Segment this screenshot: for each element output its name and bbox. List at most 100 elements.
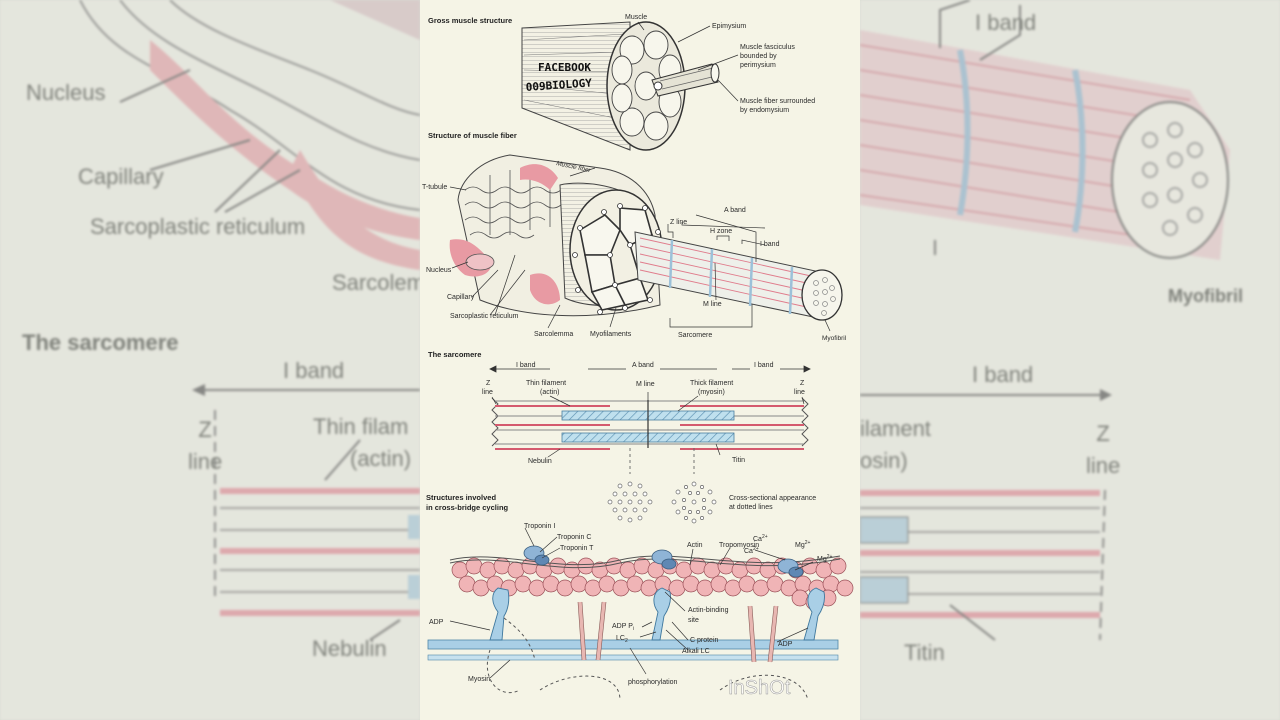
z-line-right-label-1: Z <box>800 380 805 387</box>
actin-label: (actin) <box>540 389 559 396</box>
sarcomere-label: Sarcomere <box>678 332 712 339</box>
backdrop-capillary-label: Capillary <box>78 164 164 189</box>
myofilaments-label: Myofilaments <box>590 331 632 338</box>
actin-cb-label: Actin <box>687 542 703 549</box>
troponin-c-label: Troponin C <box>557 534 591 541</box>
adp-pi-label: ADP Pi <box>612 623 634 632</box>
myosin-cb-label: Myosin <box>468 676 490 683</box>
a-band-label: A band <box>724 207 746 214</box>
fiber-endomysium-label-line2: by endomysium <box>740 107 789 114</box>
cross-section-label-1: Cross-sectional appearance <box>729 495 816 502</box>
z-line-left-label-1: Z <box>486 380 491 387</box>
gross-structure-title: Gross muscle structure <box>428 16 512 25</box>
watermark-line1: FACEBOOK <box>538 61 591 74</box>
z-line-right-label-2: line <box>794 389 805 396</box>
muscle-fiber-section: Structure of muscle fiber <box>422 131 847 342</box>
adp-left-label: ADP <box>429 619 444 626</box>
myosin-tails <box>578 601 778 663</box>
tropomyosin-strands <box>449 555 841 569</box>
backdrop-sarcomere-title: The sarcomere <box>22 330 179 355</box>
gross-muscle-section: Gross muscle structure <box>428 14 815 151</box>
troponin-t-label: Troponin T <box>560 545 594 552</box>
actin-filament-drawing <box>451 557 854 611</box>
backdrop-titin-label: Titin <box>904 640 945 665</box>
z-line-left-label-2: line <box>482 389 493 396</box>
i-band-right-label: I band <box>754 362 774 369</box>
watermark-line2: 009BIOLOGY <box>525 76 592 94</box>
m-line-sarcomere-label: M line <box>636 381 655 388</box>
backdrop-i-band-label: I band <box>972 362 1034 387</box>
backdrop-filament-label: ilament <box>860 416 931 441</box>
magnesium-label-b: Mg2+ <box>817 554 833 563</box>
backdrop-sarcolemma-label: Sarcolem <box>332 270 420 295</box>
diagram-panel: Gross muscle structure <box>420 0 860 720</box>
muscle-label: Muscle <box>625 14 647 21</box>
backdrop-nebulin-label: Nebulin <box>312 636 387 661</box>
myosin-paren-label: (myosin) <box>698 389 725 396</box>
sarcomere-section: The sarcomere I band A band I band <box>428 350 816 524</box>
titin-label: Titin <box>732 457 745 464</box>
crossbridge-leader-lines <box>449 527 814 679</box>
phosphorylation-label: phosphorylation <box>628 679 678 686</box>
backdrop-i-band-top-label: I band <box>975 10 1037 35</box>
fasciculus-label-line1: Muscle fasciculus <box>740 44 795 51</box>
backdrop-i-band-label: I band <box>283 358 345 383</box>
sarcomere-title: The sarcomere <box>428 350 481 359</box>
crossbridge-section: Structures involved in cross-bridge cycl… <box>426 493 854 701</box>
backdrop-actin-label: (actin) <box>350 446 412 471</box>
backdrop-myofibril-label: Myofibril <box>1168 286 1243 306</box>
nebulin-label: Nebulin <box>528 458 552 465</box>
cross-section-thin <box>607 481 653 523</box>
blurred-backdrop-right: I band Myofibril I band ilament osin) Z … <box>860 0 1280 720</box>
calcium-label-b: Ca2+ <box>744 546 759 555</box>
dashed-heads <box>486 617 809 701</box>
myofibril-label: Myofibril <box>822 335 847 342</box>
backdrop-right-art <box>860 0 1230 641</box>
fasciculus-label-line3: perimysium <box>740 62 776 69</box>
crossbridge-title-line2: in cross-bridge cycling <box>426 503 509 512</box>
adp-right-label: ADP <box>778 641 793 648</box>
epimysium-label: Epimysium <box>712 23 746 30</box>
z-line-label: Z line <box>670 219 687 226</box>
m-line-label: M line <box>703 301 722 308</box>
fiber-structure-title: Structure of muscle fiber <box>428 131 517 140</box>
a-band-top-label: A band <box>632 362 654 369</box>
backdrop-z-line-label: Z line <box>188 417 223 474</box>
backdrop-sarcoplastic-label: Sarcoplastic reticulum <box>90 214 306 239</box>
cross-section-label-2: at dotted lines <box>729 504 773 511</box>
h-zone-label: H zone <box>710 228 732 235</box>
thick-filament-drawing <box>427 639 839 661</box>
thick-filament-label: Thick filament <box>690 380 733 387</box>
actin-binding-label-1: Actin-binding <box>688 607 729 614</box>
muscle-diagram: Gross muscle structure <box>422 14 854 701</box>
fasciculus-label-line2: bounded by <box>740 53 777 60</box>
fiber-sarcoplastic-label: Sarcoplastic reticulum <box>450 313 519 320</box>
fiber-leader-lines <box>449 167 831 332</box>
fiber-endomysium-label-line1: Muscle fiber surrounded <box>740 98 815 105</box>
backdrop-z-line-label: Z line <box>1086 421 1121 478</box>
thin-filament-label: Thin filament <box>526 380 566 387</box>
cross-section-thick <box>671 481 717 524</box>
fiber-i-band-label: I band <box>760 241 780 248</box>
troponin-i-label: Troponin I <box>524 523 555 530</box>
alkali-lc-label: Alkali LC <box>682 648 710 655</box>
sarcolemma-label: Sarcolemma <box>534 331 573 338</box>
muscle-fiber-drawing <box>449 154 663 317</box>
backdrop-thin-filament-label: Thin filam <box>313 414 409 439</box>
backdrop-nucleus-label: Nucleus <box>26 80 106 105</box>
myosin-tail-outlines <box>577 601 779 663</box>
blurred-backdrop-left: Nucleus Capillary Sarcoplastic reticulum… <box>0 0 420 720</box>
sarcomere-drawing <box>491 397 809 474</box>
actin-binding-label-2: site <box>688 617 699 624</box>
band-arrows <box>489 365 811 373</box>
muscle-bundle-drawing <box>521 21 720 151</box>
inshot-watermark: InShOt <box>728 677 791 699</box>
myofibril-drawing <box>634 231 843 321</box>
t-tubule-label: T-tubule <box>422 184 447 191</box>
tropomyosin-label: Tropomyosin <box>719 542 759 549</box>
troponin-complexes <box>523 545 804 578</box>
backdrop-left-art <box>79 0 420 641</box>
calcium-label-a: Ca2+ <box>753 534 768 543</box>
c-protein-label: C protein <box>690 637 719 644</box>
